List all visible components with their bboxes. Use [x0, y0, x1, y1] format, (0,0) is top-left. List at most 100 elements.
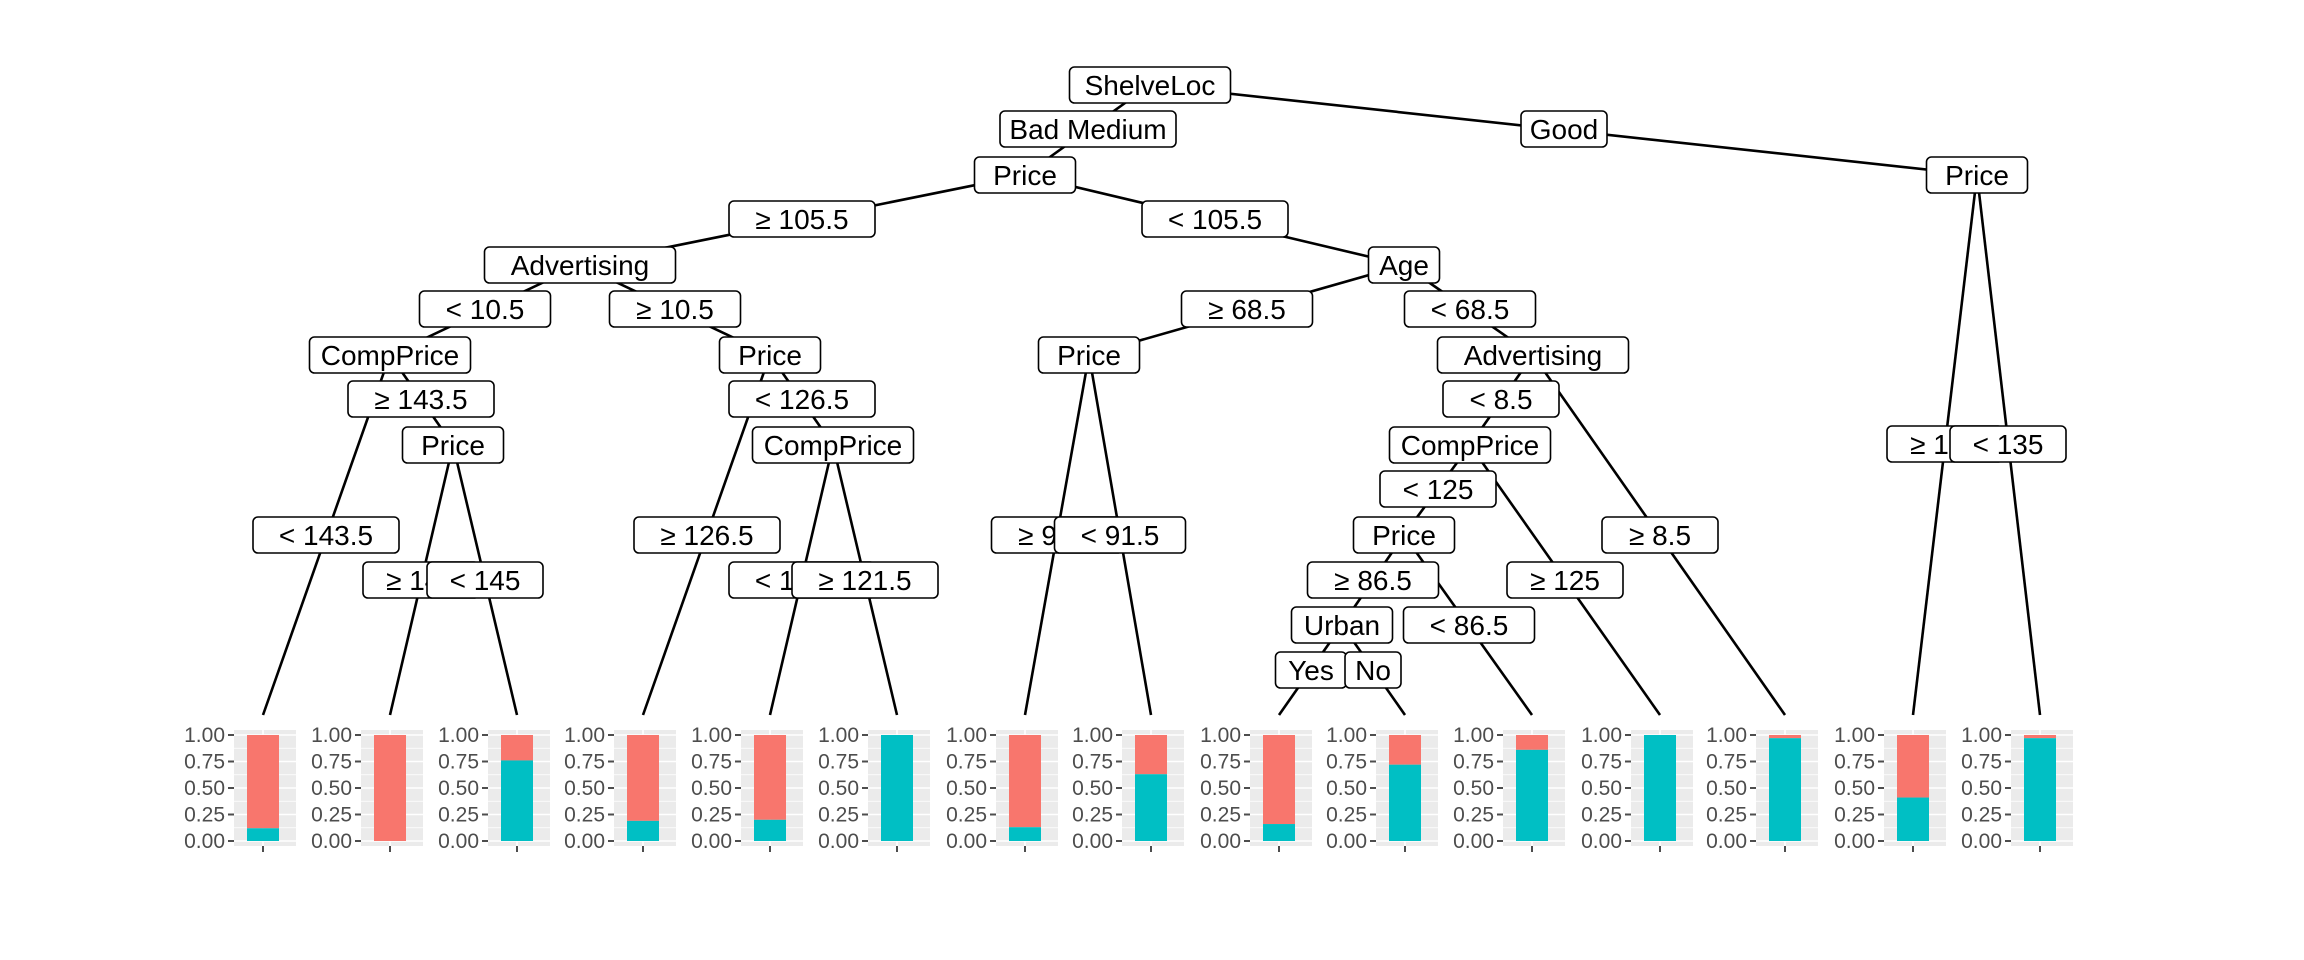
y-tick-label: 1.00	[1581, 724, 1622, 747]
y-tick-label: 0.25	[1961, 804, 2002, 827]
node-n4-compprice-box	[308, 336, 472, 374]
leaf-chart-L13: 1.000.750.500.250.00	[1706, 724, 1818, 853]
y-tick-label: 0.75	[946, 751, 987, 774]
edge-label-n4-n5: ≥ 143.5	[347, 380, 495, 418]
edge-label-n4-L1: < 143.5	[252, 516, 400, 554]
node-n5-price-text: Price	[421, 430, 485, 461]
node-n14-price-text: Price	[1945, 160, 2009, 191]
edge-label-n11-L12: ≥ 125	[1506, 561, 1624, 599]
bar-segment-yes	[1769, 738, 1801, 841]
leaf-chart-L6: 1.000.750.500.250.00	[818, 724, 930, 853]
y-tick-label: 0.50	[438, 777, 479, 800]
edge-label-n12-L11-text: < 86.5	[1430, 610, 1509, 641]
split-variable-nodes: ShelveLocPriceAdvertisingCompPricePriceP…	[308, 66, 2029, 644]
y-tick-label: 0.25	[1200, 804, 1241, 827]
edge-label-n12-L11: < 86.5	[1402, 606, 1536, 644]
edge-label-n7-L6: ≥ 121.5	[791, 561, 939, 599]
bar-segment-no	[1009, 735, 1041, 828]
y-tick-label: 0.75	[1961, 751, 2002, 774]
y-tick-label: 0.50	[946, 777, 987, 800]
node-n3-advertising-box	[483, 246, 677, 284]
edge-label-n13-L10: No	[1344, 651, 1402, 689]
y-tick-label: 0.25	[311, 804, 352, 827]
y-tick-label: 0.50	[1072, 777, 1113, 800]
edge-label-n1-n2: Bad Medium	[999, 110, 1177, 148]
y-tick-label: 0.00	[1706, 830, 1747, 853]
node-n7-compprice-text: CompPrice	[764, 430, 902, 461]
y-tick-label: 0.75	[691, 751, 732, 774]
node-n2-price: Price	[973, 156, 1077, 194]
edge-label-n1-n2-box	[999, 110, 1177, 148]
edge-label-n8-n9: ≥ 68.5	[1180, 290, 1314, 328]
edge-label-n6-n7-box	[728, 380, 876, 418]
y-tick-label: 0.25	[564, 804, 605, 827]
node-n1-shelveloc: ShelveLoc	[1068, 66, 1232, 104]
y-tick-label: 0.00	[311, 830, 352, 853]
edge-label-n13-L10-box	[1344, 651, 1402, 689]
bar-segment-no	[374, 735, 406, 841]
edge-label-n2-n8-box	[1141, 200, 1289, 238]
node-n13-urban-box	[1290, 606, 1394, 644]
y-tick-label: 0.50	[1834, 777, 1875, 800]
edge-label-n10-n11-box	[1442, 380, 1560, 418]
y-tick-label: 0.50	[691, 777, 732, 800]
edge-label-n10-L13-box	[1601, 516, 1719, 554]
edge-label-n7-L6-box	[791, 561, 939, 599]
node-n3-advertising: Advertising	[483, 246, 677, 284]
edge-label-n11-n12-box	[1379, 470, 1497, 508]
node-n13-urban-text: Urban	[1304, 610, 1380, 641]
y-tick-label: 0.00	[1581, 830, 1622, 853]
node-n8-age-box	[1367, 246, 1441, 284]
node-n11-compprice-box	[1388, 426, 1552, 464]
y-tick-label: 0.75	[184, 751, 225, 774]
node-n12-price-text: Price	[1372, 520, 1436, 551]
edge-label-n2-n3-box	[728, 200, 876, 238]
y-tick-label: 0.25	[1326, 804, 1367, 827]
edge-label-n4-L1-box	[252, 516, 400, 554]
y-tick-label: 0.50	[818, 777, 859, 800]
y-tick-label: 0.25	[438, 804, 479, 827]
y-tick-label: 0.75	[438, 751, 479, 774]
node-n10-advertising-box	[1436, 336, 1630, 374]
edge-label-n6-n7-text: < 126.5	[755, 384, 849, 415]
y-tick-label: 0.75	[1072, 751, 1113, 774]
edge-label-n5-L3-text: < 145	[450, 565, 521, 596]
edge-label-n11-n12-text: < 125	[1403, 474, 1474, 505]
y-tick-label: 0.25	[1072, 804, 1113, 827]
edge-label-n10-n11-text: < 8.5	[1469, 384, 1532, 415]
bar-segment-no	[1263, 735, 1295, 825]
leaf-chart-L1: 1.000.750.500.250.00	[184, 724, 296, 853]
edge-label-n4-n5-text: ≥ 143.5	[374, 384, 467, 415]
edge-label-n10-L13-text: ≥ 8.5	[1629, 520, 1691, 551]
edge-label-n2-n3-text: ≥ 105.5	[755, 204, 848, 235]
edge-label-n1-n2-text: Bad Medium	[1009, 114, 1166, 145]
y-tick-label: 0.75	[564, 751, 605, 774]
leaf-chart-L15: 1.000.750.500.250.00	[1961, 724, 2073, 853]
y-tick-label: 0.50	[1706, 777, 1747, 800]
node-n9-price: Price	[1037, 336, 1141, 374]
edge-label-n8-n10-box	[1403, 290, 1537, 328]
node-n10-advertising: Advertising	[1436, 336, 1630, 374]
y-tick-label: 0.00	[438, 830, 479, 853]
y-tick-label: 1.00	[311, 724, 352, 747]
bar-segment-yes	[1897, 797, 1929, 841]
y-tick-label: 0.50	[184, 777, 225, 800]
node-n9-price-box	[1037, 336, 1141, 374]
bar-segment-yes	[501, 760, 533, 841]
y-tick-label: 0.50	[1200, 777, 1241, 800]
leaf-chart-L11: 1.000.750.500.250.00	[1453, 724, 1565, 853]
bar-segment-no	[2024, 735, 2056, 739]
bar-segment-yes	[1516, 749, 1548, 841]
bar-segment-no	[1897, 735, 1929, 798]
y-tick-label: 1.00	[946, 724, 987, 747]
y-tick-label: 0.75	[1834, 751, 1875, 774]
edge-label-n3-n4-box	[418, 290, 552, 328]
edge-label-n4-n5-box	[347, 380, 495, 418]
leaf-chart-L3: 1.00 0.75 0.50 0.25 0.00	[438, 724, 550, 853]
edge-label-n11-L12-box	[1506, 561, 1624, 599]
node-n12-price-box	[1352, 516, 1456, 554]
y-tick-label: 1.00	[438, 724, 479, 747]
bar-segment-no	[1389, 735, 1421, 765]
